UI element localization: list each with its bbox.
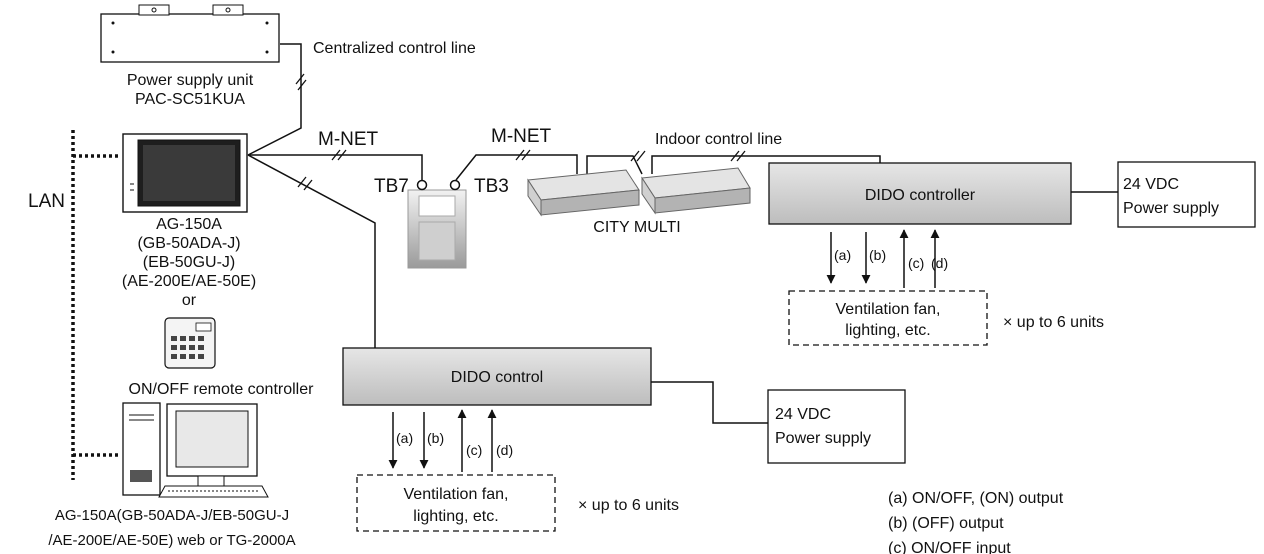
mnet-left-label: M-NET xyxy=(318,129,379,150)
indoor-line-label: Indoor control line xyxy=(655,131,782,148)
device-bottom-line-2: lighting, etc. xyxy=(413,508,498,525)
power-supply-box-bottom xyxy=(767,389,906,464)
mnet-right-label: M-NET xyxy=(491,126,552,147)
controller-alt-3: (AE-200E/AE-50E) xyxy=(122,273,256,290)
power-supply-top-voltage: 24 VDC xyxy=(1123,176,1179,193)
power-supply-box-top xyxy=(1117,161,1256,228)
legend-item-b: (b) (OFF) output xyxy=(888,515,1004,532)
signal-c-bottom: (c) xyxy=(466,442,482,458)
central-controller-labels: AG-150A (GB-50ADA-J) (EB-50GU-J) (AE-200… xyxy=(122,216,256,309)
signal-arrows-top xyxy=(826,229,940,288)
multiplier-top: × up to 6 units xyxy=(1003,314,1104,331)
power-unit-model: PAC-SC51KUA xyxy=(135,91,245,108)
signal-b-bottom: (b) xyxy=(427,430,444,446)
indoor-unit-1 xyxy=(527,169,640,217)
pc-label-line-2: /AE-200E/AE-50E) web or TG-2000A xyxy=(48,532,295,549)
controller-alt-2: (EB-50GU-J) xyxy=(143,254,235,271)
controller-or: or xyxy=(182,292,197,309)
signal-arrows-bottom xyxy=(388,409,497,472)
tb3-terminal xyxy=(449,179,461,191)
indoor-unit-2 xyxy=(641,167,751,215)
controller-model: AG-150A xyxy=(156,216,222,233)
remote-controller-label: ON/OFF remote controller xyxy=(129,381,315,398)
signal-legend: (a) ON/OFF, (ON) output (b) (OFF) output… xyxy=(888,490,1064,554)
power-supply-bottom-voltage: 24 VDC xyxy=(775,406,831,423)
signal-a-top: (a) xyxy=(834,247,851,263)
power-supply-bottom-label: Power supply xyxy=(775,430,871,447)
pc-device xyxy=(122,402,269,498)
line-labels: Centralized control line M-NET M-NET Ind… xyxy=(313,40,782,150)
device-top-line-2: lighting, etc. xyxy=(845,322,930,339)
signal-a-bottom: (a) xyxy=(396,430,413,446)
centralized-line-label: Centralized control line xyxy=(313,40,476,57)
power-unit-label: Power supply unit xyxy=(127,72,254,89)
dido-controller-bottom-title: DIDO control xyxy=(451,369,543,386)
tb3-label: TB3 xyxy=(474,176,509,197)
remote-controller-device xyxy=(164,317,216,369)
city-multi-label: CITY MULTI xyxy=(593,219,680,236)
power-supply-unit xyxy=(100,4,280,63)
wire-break-marks xyxy=(295,73,746,191)
legend-item-a: (a) ON/OFF, (ON) output xyxy=(888,490,1064,507)
signal-d-bottom: (d) xyxy=(496,442,513,458)
dido-controller-top-title: DIDO controller xyxy=(865,187,976,204)
dido-controller-bottom xyxy=(342,347,652,406)
lan-lines xyxy=(71,130,120,480)
lan-label: LAN xyxy=(28,191,65,212)
tb7-label: TB7 xyxy=(374,176,409,197)
device-bottom-line-1: Ventilation fan, xyxy=(404,486,509,503)
dido-controller-top xyxy=(768,162,1072,225)
multiplier-bottom: × up to 6 units xyxy=(578,497,679,514)
signal-labels-top: (a) (b) (c) (d) xyxy=(834,247,948,271)
signal-d-top: (d) xyxy=(931,255,948,271)
power-supply-top-label: Power supply xyxy=(1123,200,1219,217)
device-box-top xyxy=(788,290,988,346)
signal-c-top: (c) xyxy=(908,255,924,271)
central-controller-device xyxy=(122,133,248,213)
device-box-bottom xyxy=(356,474,556,532)
pc-labels: AG-150A(GB-50ADA-J/EB-50GU-J /AE-200E/AE… xyxy=(48,507,295,549)
legend-item-c: (c) ON/OFF input xyxy=(888,540,1011,554)
pc-label-line-1: AG-150A(GB-50ADA-J/EB-50GU-J xyxy=(55,507,289,524)
controller-alt-1: (GB-50ADA-J) xyxy=(137,235,240,252)
signal-b-top: (b) xyxy=(869,247,886,263)
tb7-terminal xyxy=(416,179,428,191)
signal-labels-bottom: (a) (b) (c) (d) xyxy=(396,430,513,458)
device-top-line-1: Ventilation fan, xyxy=(836,301,941,318)
outdoor-unit xyxy=(407,189,467,269)
